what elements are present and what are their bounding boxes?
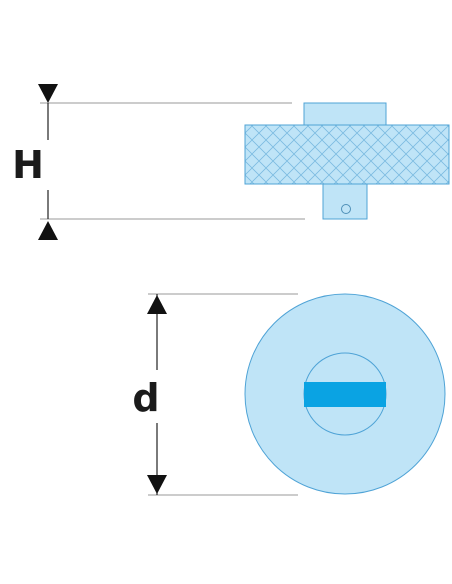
diameter-label: d <box>132 376 159 420</box>
height-label: H <box>12 143 44 187</box>
arrow-down-icon <box>38 84 58 103</box>
top-view: d <box>132 293 446 496</box>
top-boss <box>303 102 387 127</box>
arrow-down-icon <box>147 475 167 494</box>
arrow-up-icon <box>147 295 167 314</box>
screwdriver-slot <box>304 382 386 407</box>
knurl-pattern <box>245 125 449 184</box>
side-view: H <box>12 84 450 240</box>
arrow-up-icon <box>38 221 58 240</box>
pin-hole <box>341 204 351 214</box>
